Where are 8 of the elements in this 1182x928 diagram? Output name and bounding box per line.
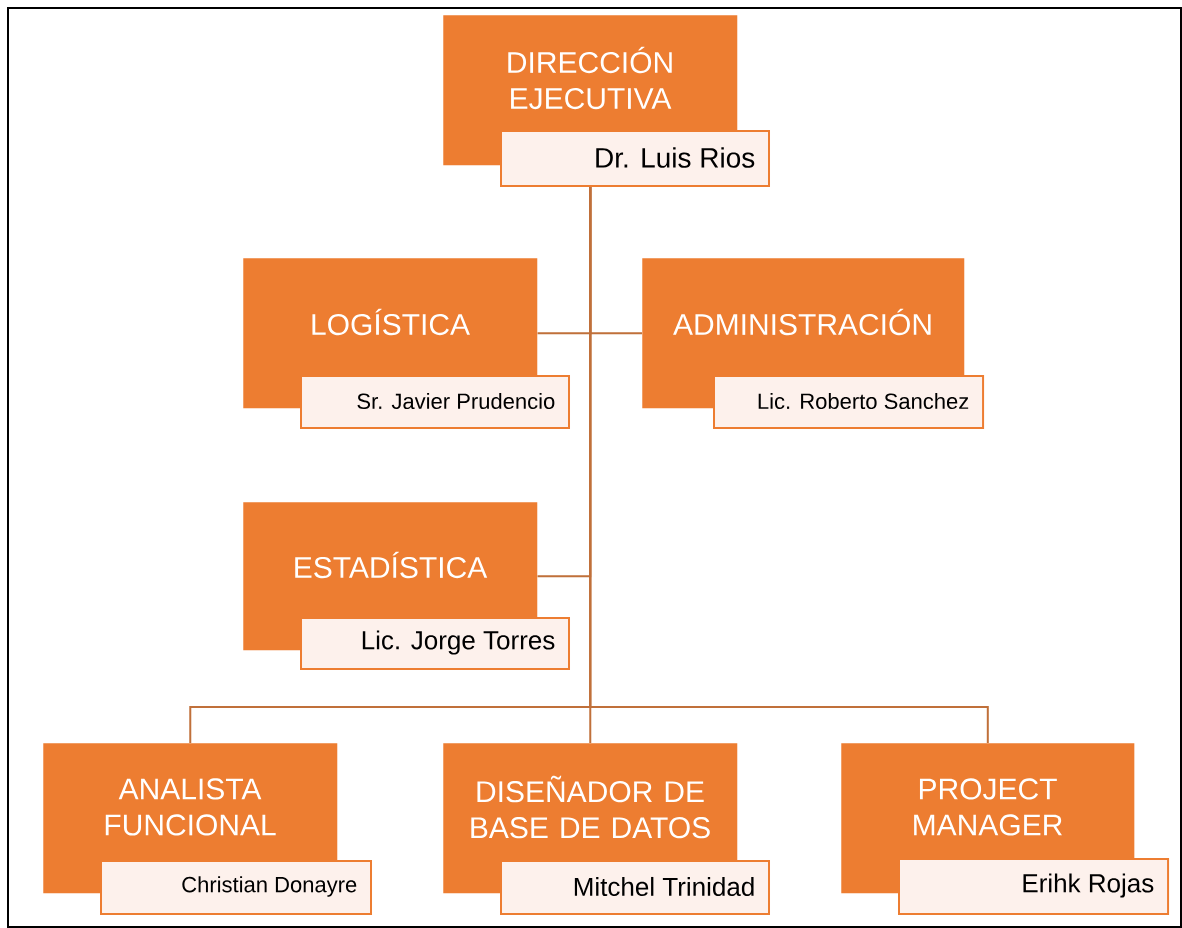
name-box: Erihk Rojas <box>898 858 1170 915</box>
name-box: Christian Donayre <box>100 860 372 916</box>
name-box: Dr. Luis Rios <box>500 130 770 187</box>
name-box: Sr. Javier Prudencio <box>300 375 570 429</box>
name-box: Lic. Jorge Torres <box>300 617 570 670</box>
name-box: Lic. Roberto Sanchez <box>713 375 985 429</box>
name-box: Mitchel Trinidad <box>500 860 770 916</box>
connector <box>589 185 989 744</box>
